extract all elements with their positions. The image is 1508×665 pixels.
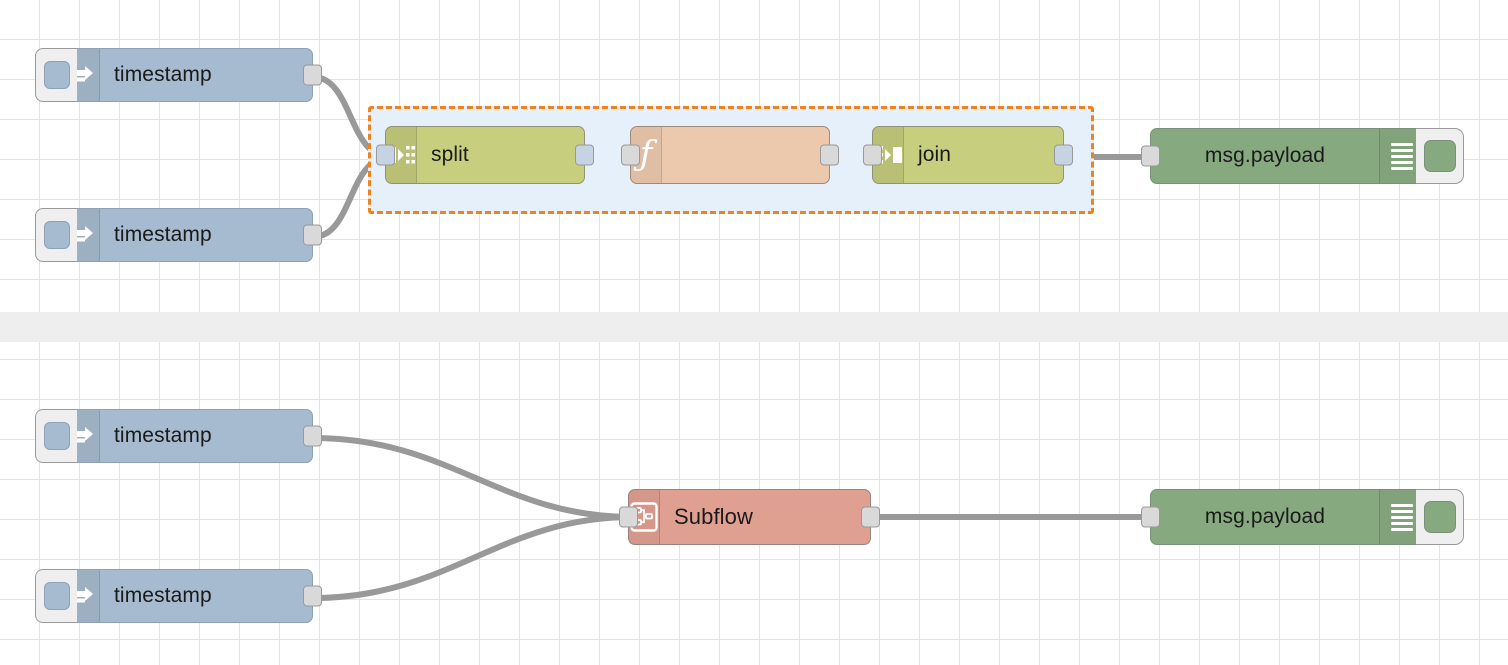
node-subflow-subflow[interactable]: Subflow [619, 489, 880, 545]
inject-arrow-icon [74, 66, 93, 82]
input-port[interactable] [1141, 145, 1160, 167]
inject-arrow-icon [74, 427, 93, 443]
node-join-join[interactable]: join [863, 126, 1073, 184]
node-label: join [918, 143, 952, 166]
node-debug-msg-payload[interactable]: msg.payload [1141, 128, 1464, 184]
inject-trigger-button[interactable] [35, 569, 77, 623]
debug-toggle-button[interactable] [1416, 128, 1464, 184]
output-port[interactable] [861, 506, 880, 528]
output-port[interactable] [820, 144, 839, 166]
node-label: timestamp [114, 424, 212, 447]
node-label [662, 127, 829, 183]
inject-button-knob [43, 221, 70, 249]
node-label: msg.payload [1204, 144, 1326, 167]
node-function[interactable]: ƒ [621, 126, 839, 184]
node-inject-timestamp[interactable]: timestamp [35, 409, 322, 463]
node-label: Subflow [674, 504, 753, 529]
node-inject-timestamp[interactable]: timestamp [35, 569, 322, 623]
input-port[interactable] [621, 144, 640, 166]
node-label: msg.payload [1204, 505, 1326, 528]
inject-trigger-button[interactable] [35, 48, 77, 102]
node-label: timestamp [114, 584, 212, 607]
wire[interactable] [310, 514, 635, 601]
debug-bars-icon [1391, 503, 1413, 531]
input-port[interactable] [863, 144, 882, 166]
debug-toggle-button[interactable] [1416, 489, 1464, 545]
input-port[interactable] [1141, 506, 1160, 528]
node-debug-msg-payload[interactable]: msg.payload [1141, 489, 1464, 545]
node-inject-timestamp[interactable]: timestamp [35, 48, 322, 102]
output-port[interactable] [303, 425, 322, 447]
input-port[interactable] [619, 506, 638, 528]
node-label: split [431, 143, 469, 166]
inject-trigger-button[interactable] [35, 409, 77, 463]
wire[interactable] [310, 435, 635, 520]
debug-button-knob [1423, 501, 1456, 533]
output-port[interactable] [1054, 144, 1073, 166]
flow-divider [0, 312, 1508, 342]
debug-button-knob [1423, 140, 1456, 172]
inject-button-knob [43, 582, 70, 610]
node-label: timestamp [114, 63, 212, 86]
output-port[interactable] [303, 585, 322, 607]
node-inject-timestamp[interactable]: timestamp [35, 208, 322, 262]
inject-arrow-icon [74, 226, 93, 242]
input-port[interactable] [376, 144, 395, 166]
inject-trigger-button[interactable] [35, 208, 77, 262]
node-label: timestamp [114, 223, 212, 246]
function-f-icon: ƒ [639, 133, 653, 174]
inject-arrow-icon [74, 587, 93, 603]
node-split-split[interactable]: split [376, 126, 594, 184]
output-port[interactable] [303, 64, 322, 86]
output-port[interactable] [303, 224, 322, 246]
output-port[interactable] [575, 144, 594, 166]
debug-bars-icon [1391, 142, 1413, 170]
inject-button-knob [43, 422, 70, 450]
inject-button-knob [43, 61, 70, 89]
